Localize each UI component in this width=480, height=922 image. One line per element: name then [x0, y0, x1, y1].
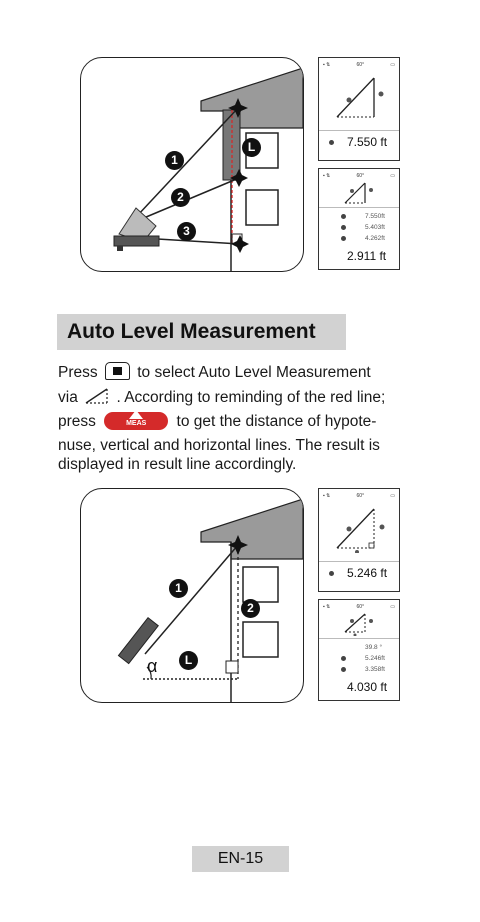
- paragraph-line-4: nuse, vertical and horizontal lines. The…: [58, 437, 380, 454]
- device-screen-3: ▪ ⇅60°▭ 5.246 ft: [318, 488, 400, 592]
- screen-diagram: [336, 77, 384, 118]
- badge-1: 1: [165, 151, 184, 170]
- result-indicator: [329, 140, 334, 145]
- screen-1-reading: 7.550 ft: [347, 135, 388, 149]
- device-screen-1: ▪ ⇅60°▭ 7.550 ft: [318, 57, 400, 161]
- screen-diagram: [336, 508, 385, 553]
- bottom-illustration-panel: 1 2 L α: [80, 488, 304, 703]
- screen-diagram: [344, 182, 373, 204]
- screen-status-bar: ▪ ⇅60°▭: [323, 603, 395, 610]
- mode-key-icon: [104, 362, 130, 380]
- line-1: [136, 107, 239, 217]
- screen-4-result: 4.030 ft: [347, 680, 388, 694]
- roof: [200, 67, 303, 129]
- screen-2-value-1: 7.550ft: [365, 213, 385, 220]
- window: [242, 566, 279, 603]
- bottom-illustration: [117, 498, 303, 702]
- hypotenuse-line: [144, 544, 239, 655]
- screen-4-value-1: 39.8 °: [365, 644, 383, 651]
- screen-2-result: 2.911 ft: [347, 249, 387, 263]
- paragraph-line-3: press MEAS to get the distance of hypote…: [58, 410, 376, 431]
- screen-2-value-2: 5.403ft: [365, 224, 385, 231]
- page-number: EN-15: [217, 850, 264, 867]
- top-illustration: [113, 67, 303, 271]
- top-illustration-panel: 1 2 3 L: [80, 57, 304, 272]
- badge-2: 2: [171, 188, 190, 207]
- page-number-box: EN-15: [192, 846, 289, 872]
- device-body: [113, 235, 160, 247]
- screen-status-bar: ▪ ⇅60°▭: [323, 172, 395, 179]
- badge-3: 3: [177, 222, 196, 241]
- screen-4-value-3: 3.358ft: [365, 666, 385, 673]
- section-heading: Auto Level Measurement: [67, 320, 316, 343]
- device-body: [117, 617, 159, 665]
- screen-diagram: [344, 613, 373, 636]
- device-screen-2: ▪ ⇅60°▭ 7.550ft 5.403ft 4.262ft 2.911 ft: [318, 168, 400, 270]
- screen-3-reading: 5.246 ft: [347, 566, 388, 580]
- screen-status-bar: ▪ ⇅60°▭: [323, 61, 395, 68]
- meas-button-icon: MEAS: [104, 410, 169, 430]
- roof: [200, 498, 303, 560]
- window: [242, 621, 279, 658]
- section-heading-box: Auto Level Measurement: [57, 314, 346, 350]
- auto-level-triangle-icon: [85, 388, 108, 404]
- paragraph-line-1: Press to select Auto Level Measurement: [58, 362, 371, 381]
- paragraph-line-5: displayed in result line accordingly.: [58, 456, 297, 473]
- laser-point: [228, 535, 248, 555]
- badge-1: 1: [169, 579, 188, 598]
- window: [245, 189, 279, 226]
- screen-2-value-3: 4.262ft: [365, 235, 385, 242]
- badge-L: L: [179, 651, 198, 670]
- device-screen-4: ▪ ⇅60°▭ 39.8 ° 5.246ft 3.358ft 4.030 ft: [318, 599, 400, 701]
- paragraph-line-2: via . According to reminding of the red …: [58, 388, 386, 406]
- angle-label: α: [147, 656, 158, 676]
- badge-L: L: [242, 138, 261, 157]
- laser-point: [228, 98, 249, 253]
- badge-2: 2: [241, 599, 260, 618]
- screen-status-bar: ▪ ⇅60°▭: [323, 492, 395, 499]
- screen-4-value-2: 5.246ft: [365, 655, 385, 662]
- meas-button-label: MEAS: [126, 420, 147, 427]
